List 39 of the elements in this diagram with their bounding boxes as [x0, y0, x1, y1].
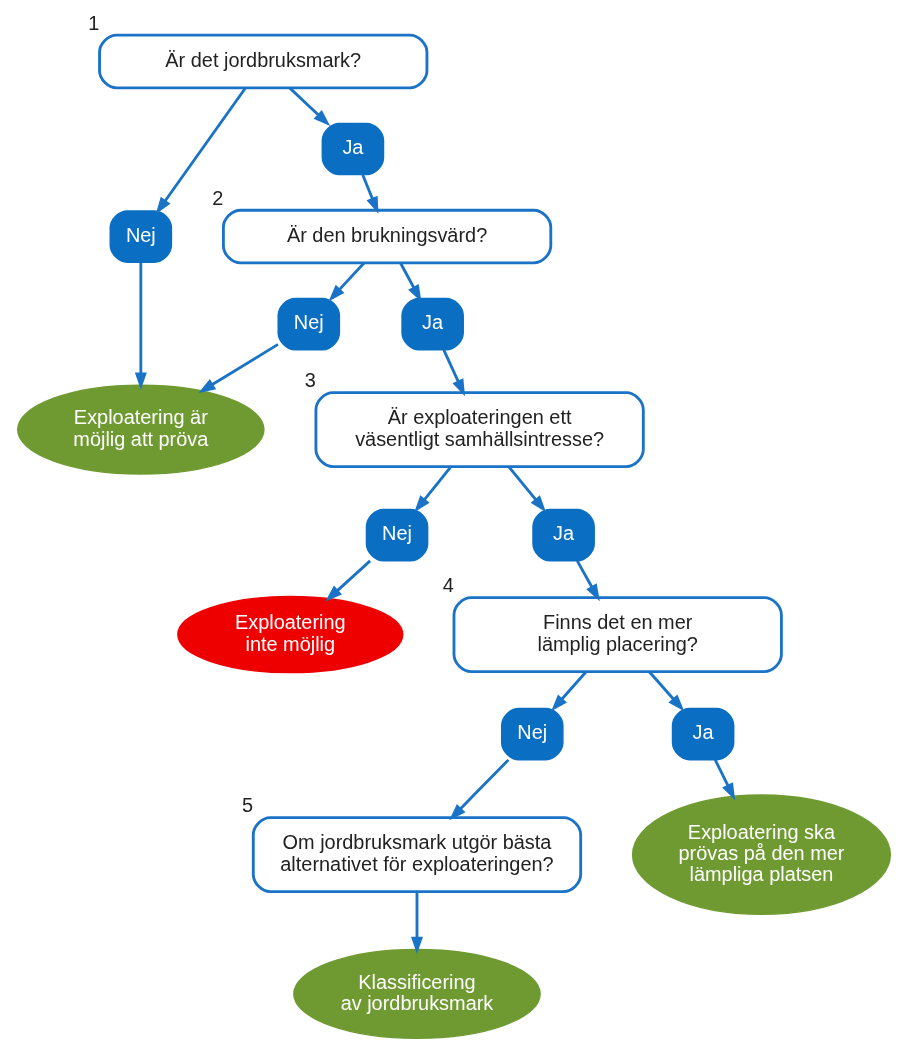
arrow — [507, 466, 546, 513]
arrow — [441, 349, 465, 397]
node-box: Ja — [400, 297, 464, 351]
node-ellipse: Exploatering ska prövas på den mer lämpliga platsen — [631, 794, 891, 916]
node-ellipse: Exploatering inte möjlig — [176, 595, 403, 674]
arrow — [410, 891, 423, 954]
node-box: Ja — [671, 707, 734, 761]
node-ellipse: Klassificering av jordbruksmark — [292, 948, 541, 1040]
node-box: Är det jordbruksmark? — [97, 33, 428, 90]
node-box: Finns det en mer lämplig placering? — [452, 596, 783, 674]
node-box: Ja — [531, 508, 595, 562]
node-ellipse: Exploatering är möjlig att pröva — [16, 384, 265, 475]
node-box: Nej — [277, 297, 340, 351]
node-label: 3 — [304, 369, 316, 392]
arrow — [448, 758, 509, 821]
arrow — [134, 262, 147, 390]
arrow — [328, 262, 365, 302]
arrow — [647, 671, 684, 712]
node-label: 2 — [211, 186, 223, 209]
node-label: 1 — [87, 11, 99, 34]
arrow — [398, 262, 421, 302]
node-box: Nej — [109, 210, 172, 263]
node-box: Nej — [365, 508, 428, 562]
arrow — [360, 174, 378, 214]
node-box: Om jordbruksmark utgör bästa alternativet för exploateringen? — [251, 816, 582, 894]
arrow — [155, 87, 247, 215]
node-box: Är den brukningsvärd? — [221, 208, 552, 265]
node-label: 4 — [442, 574, 454, 597]
arrow — [575, 560, 600, 602]
node-box: Nej — [500, 707, 564, 761]
node-label: 5 — [241, 794, 253, 817]
arrow — [713, 759, 735, 801]
node-box: Ja — [321, 122, 384, 176]
node-box: Är exploateringen ett väsentligt samhällsintresse? — [314, 391, 645, 469]
arrow — [550, 671, 587, 712]
arrow — [197, 343, 279, 394]
arrow — [288, 86, 330, 127]
arrow — [413, 466, 452, 513]
arrow — [324, 559, 371, 602]
